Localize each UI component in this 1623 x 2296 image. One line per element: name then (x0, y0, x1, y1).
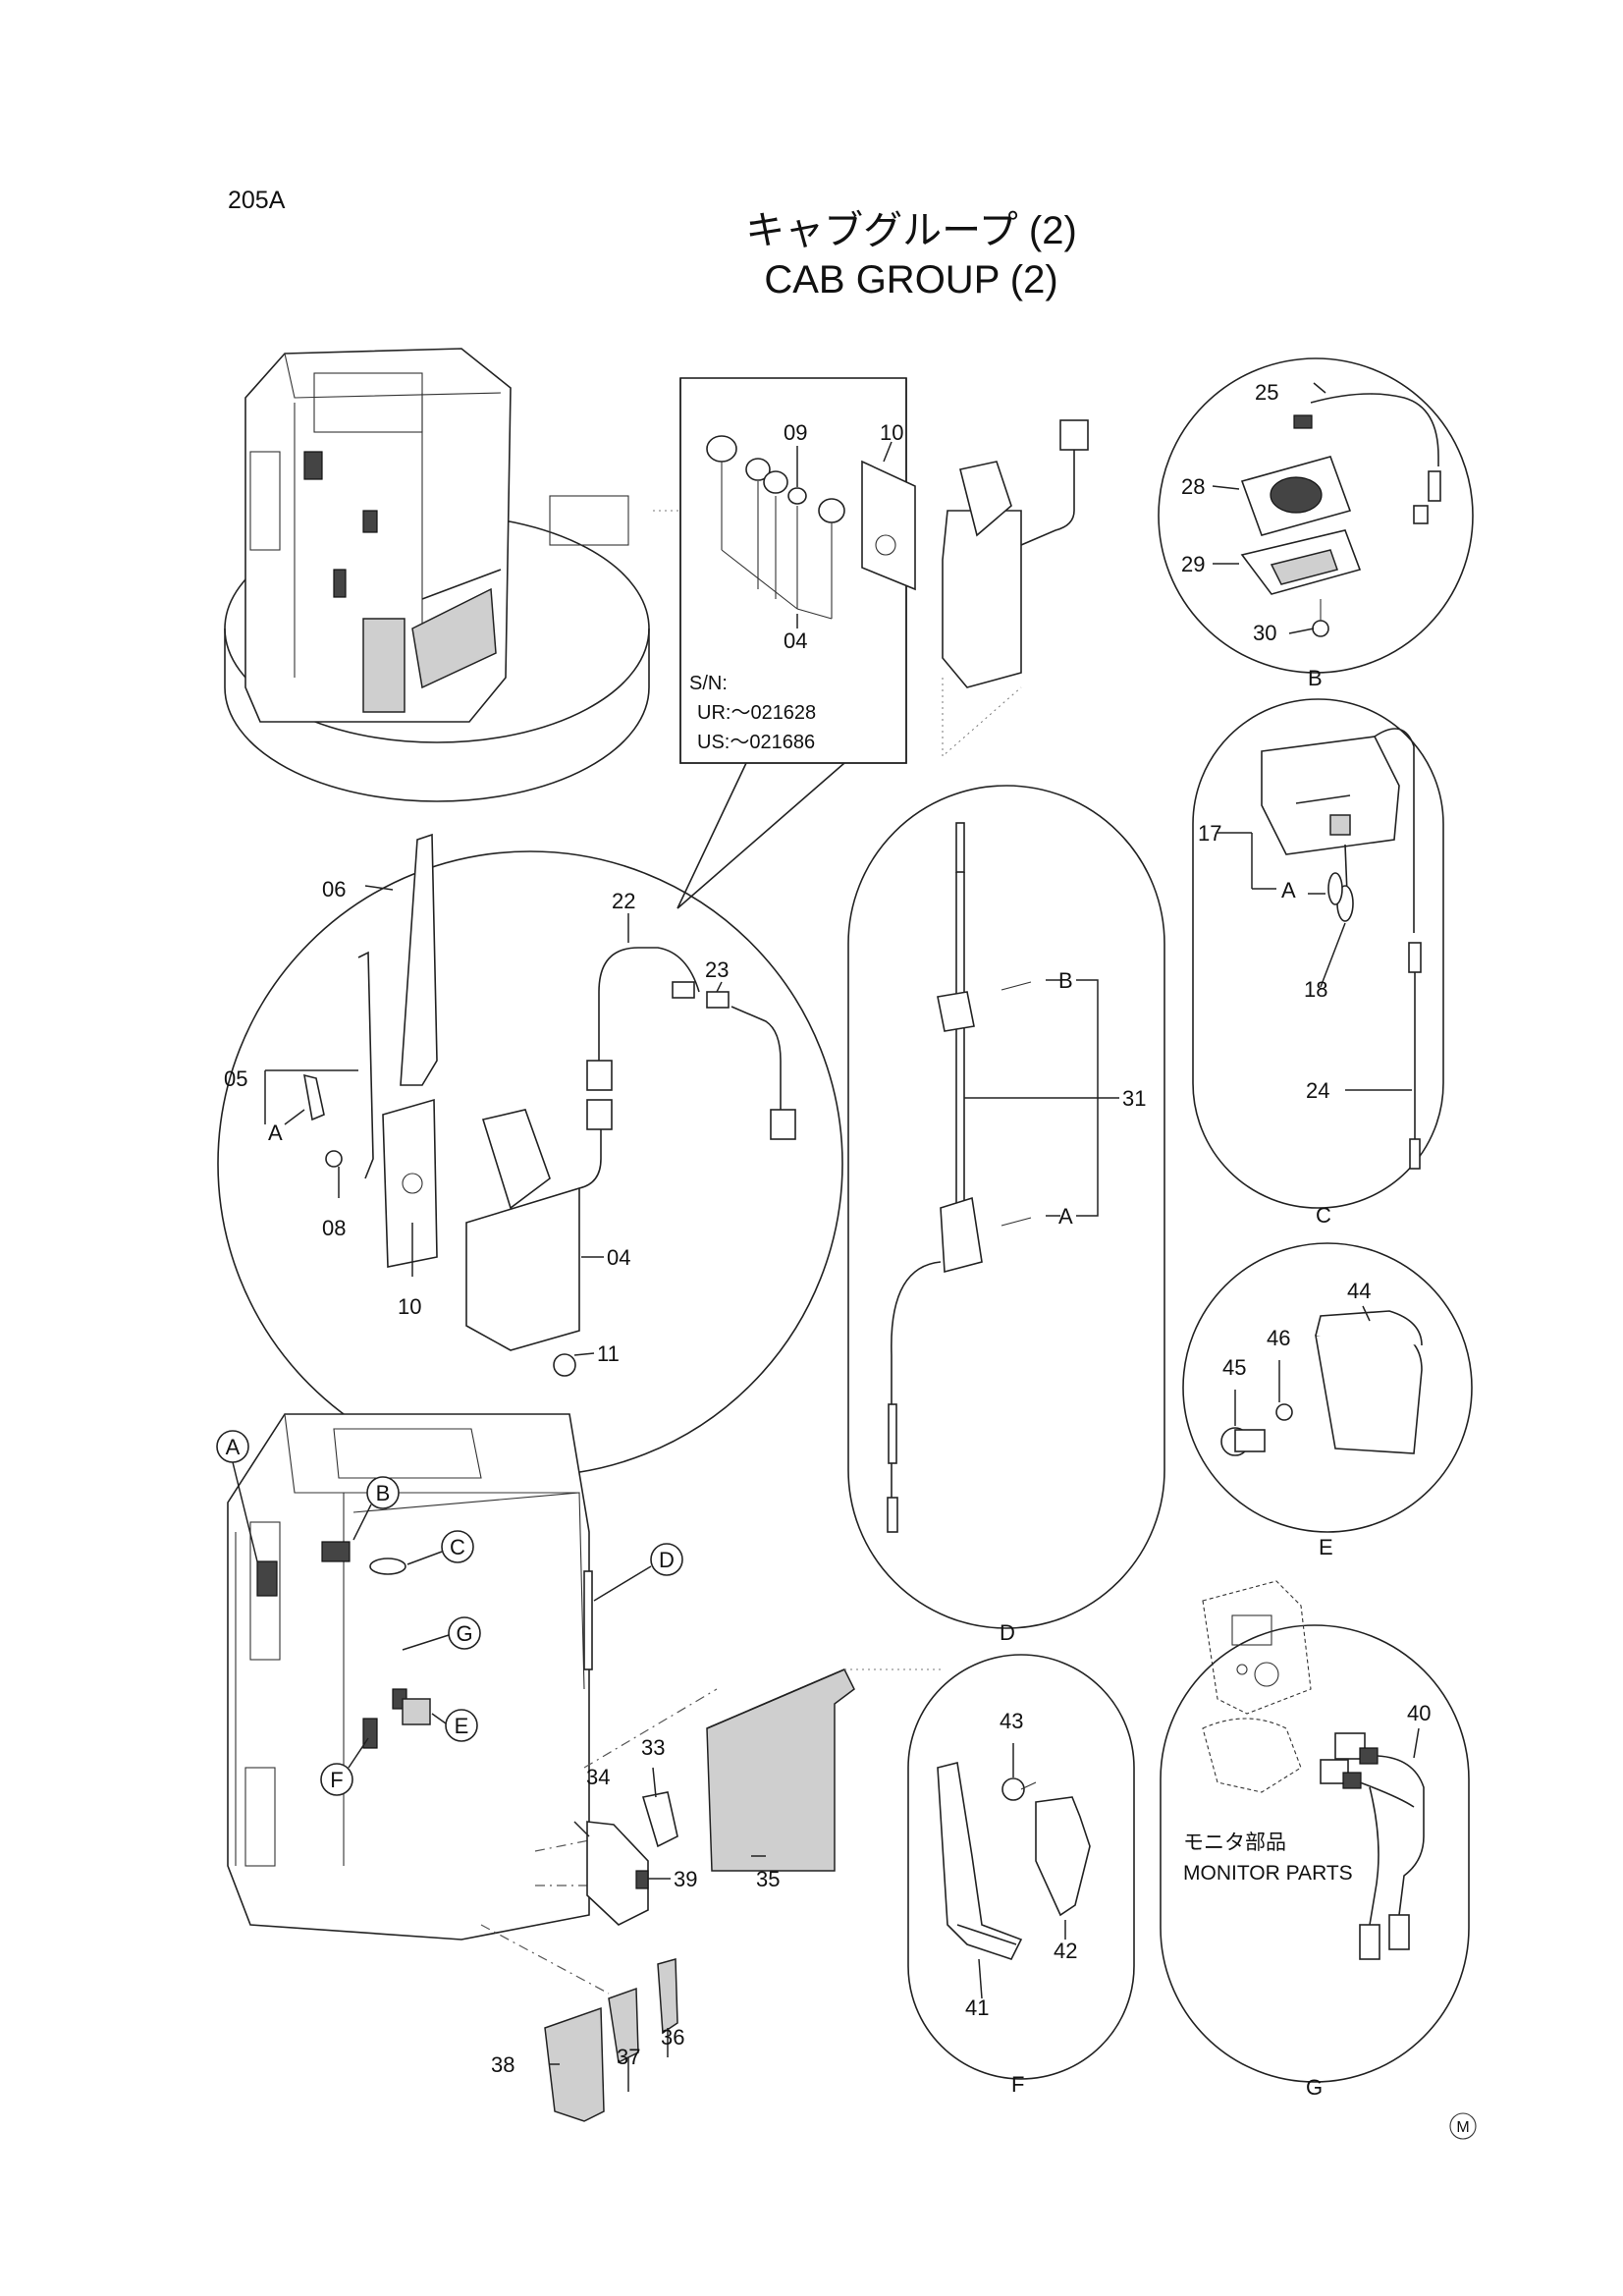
circled-m-mark (1449, 2112, 1477, 2140)
label-09: 09 (784, 420, 807, 445)
page-code: 205A (228, 187, 286, 214)
monitor-label-jp: モニタ部品 (1183, 1831, 1286, 1854)
detail-e-cup-holder (1182, 1242, 1473, 1533)
cab-overview-bottom (227, 1413, 593, 1941)
callout-a-letter: A (226, 1435, 241, 1459)
callout-f (320, 1737, 369, 1796)
label-08: 08 (322, 1216, 346, 1240)
detail-g-monitor (1160, 1580, 1470, 2083)
label-10-inset: 10 (880, 420, 903, 445)
label-39: 39 (674, 1867, 697, 1891)
label-40: 40 (1407, 1701, 1431, 1725)
callout-d-letter: D (659, 1548, 675, 1572)
label-a-ref-05: A (268, 1121, 283, 1145)
label-17: 17 (1198, 821, 1221, 846)
detail-f-lever (907, 1654, 1135, 2080)
label-36: 36 (661, 2025, 684, 2050)
cab-overview-top (224, 348, 682, 802)
callout-c-letter: C (450, 1535, 465, 1559)
callout-c (406, 1530, 474, 1565)
label-42: 42 (1054, 1939, 1077, 1963)
label-06: 06 (322, 877, 346, 902)
label-45: 45 (1222, 1355, 1246, 1380)
serial-us: US:～021686 (697, 732, 815, 753)
label-29: 29 (1181, 552, 1205, 576)
label-05: 05 (224, 1066, 247, 1091)
detail-b-speaker (1158, 357, 1474, 674)
callout-a (216, 1430, 258, 1562)
label-10: 10 (398, 1294, 421, 1319)
detail-a-wiper-switch (217, 833, 843, 1477)
detail-c-letter: C (1316, 1203, 1331, 1228)
label-a-ref-31: A (1058, 1204, 1073, 1229)
callout-b-letter: B (376, 1481, 391, 1505)
label-04-inset: 04 (784, 629, 807, 653)
title-japanese: キャブグループ (2) (745, 209, 1077, 252)
label-04: 04 (607, 1245, 630, 1270)
label-a-ref-17: A (1281, 878, 1296, 902)
callout-e (431, 1709, 478, 1742)
label-44: 44 (1347, 1279, 1371, 1303)
serial-heading: S/N: (689, 673, 728, 694)
callout-d (593, 1543, 683, 1602)
callout-g-letter: G (456, 1621, 472, 1646)
detail-f-letter: F (1011, 2072, 1024, 2097)
label-25: 25 (1255, 380, 1278, 405)
mark-letter: M (1456, 2119, 1469, 2136)
detail-d-antenna (847, 785, 1165, 1629)
label-23: 23 (705, 957, 729, 982)
callout-b (352, 1476, 400, 1541)
label-37: 37 (617, 2045, 640, 2069)
label-24: 24 (1306, 1078, 1329, 1103)
label-35: 35 (756, 1867, 780, 1891)
detail-b-letter: B (1308, 666, 1323, 690)
detail-c-room-light (1192, 698, 1444, 1209)
label-43: 43 (1000, 1709, 1023, 1733)
label-30: 30 (1253, 621, 1276, 645)
label-11: 11 (597, 1341, 620, 1366)
label-33: 33 (641, 1735, 665, 1760)
callout-e-letter: E (455, 1714, 469, 1738)
label-31: 31 (1122, 1086, 1146, 1111)
label-41: 41 (965, 1995, 989, 2020)
label-28: 28 (1181, 474, 1205, 499)
label-46: 46 (1267, 1326, 1290, 1350)
label-34: 34 (586, 1765, 610, 1789)
panel-parts (480, 1668, 943, 2122)
serial-ur: UR:～021628 (697, 702, 816, 724)
detail-g-letter: G (1306, 2075, 1323, 2100)
label-22: 22 (612, 889, 635, 913)
label-b-ref-31: B (1058, 968, 1073, 993)
label-18: 18 (1304, 977, 1327, 1002)
title-english: CAB GROUP (2) (764, 258, 1057, 301)
label-38: 38 (491, 2052, 514, 2077)
monitor-label-en: MONITOR PARTS (1183, 1862, 1353, 1885)
detail-d-letter: D (1000, 1620, 1015, 1645)
callout-g (402, 1616, 481, 1651)
detail-e-letter: E (1319, 1535, 1333, 1559)
callout-f-letter: F (330, 1768, 343, 1792)
switch-assembly-inset (679, 377, 1089, 764)
